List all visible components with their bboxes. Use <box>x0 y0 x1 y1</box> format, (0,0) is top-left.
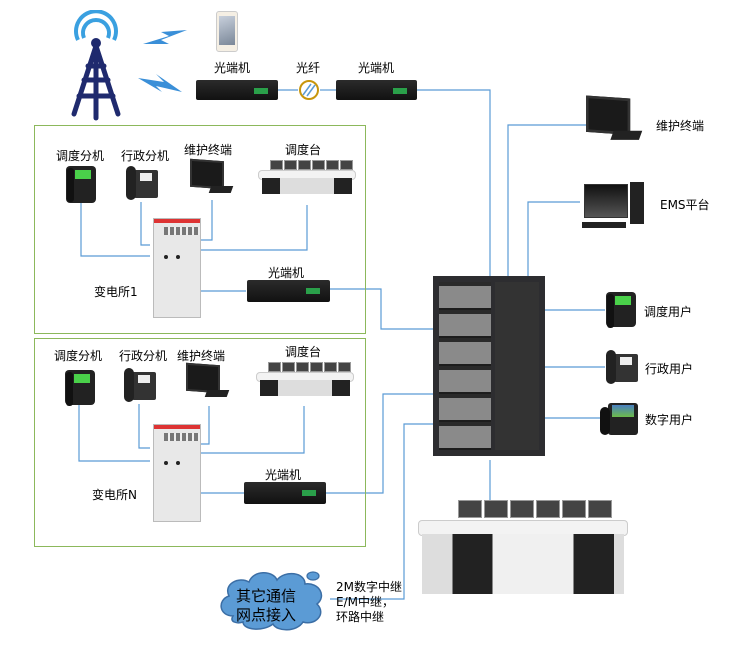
sn-substation-name: 变电所N <box>92 488 137 502</box>
trunk-label-line3: 环路中继 <box>336 610 385 624</box>
dispatch-user-label: 调度用户 <box>644 305 693 319</box>
trunk-label-line1: 2M数字中继 <box>336 580 402 594</box>
s1-dispatch-console-icon <box>258 160 356 204</box>
s1-admin-extension-label: 行政分机 <box>121 149 170 163</box>
cloud-label-line2: 网点接入 <box>236 606 297 624</box>
sn-fiber-to-switch <box>326 393 433 494</box>
sn-optical-terminal-icon <box>244 482 326 504</box>
admin-user-phone-icon <box>604 348 640 388</box>
mobile-phone-icon <box>216 11 238 52</box>
top-optical-terminal-right-label: 光端机 <box>358 61 395 75</box>
substation-1-box <box>34 125 366 334</box>
dispatch-switch-rack-icon <box>433 276 545 456</box>
s1-dispatch-console-label: 调度台 <box>285 143 322 157</box>
s1-dispatch-extension-phone-icon <box>66 166 96 203</box>
optical-terminal-top-left <box>196 80 278 100</box>
radio-tower-icon <box>71 10 121 121</box>
sn-dispatch-extension-phone-icon <box>65 370 95 406</box>
sn-maintenance-terminal-label: 维护终端 <box>177 349 226 363</box>
s1-maintenance-terminal-label: 维护终端 <box>184 143 233 157</box>
maintenance-terminal-label: 维护终端 <box>656 119 705 133</box>
fiber-label: 光纤 <box>296 61 321 75</box>
maint-terminal-link <box>507 124 586 280</box>
s1-optical-terminal-icon <box>247 280 330 302</box>
lightning-icon <box>138 74 182 92</box>
s1-substation-name: 变电所1 <box>94 285 138 299</box>
ems-platform-label: EMS平台 <box>660 198 710 212</box>
fiber-icon <box>299 80 319 100</box>
sn-dispatch-console-icon <box>256 362 354 406</box>
lightning-icon <box>143 30 187 44</box>
admin-user-label: 行政用户 <box>645 362 694 376</box>
s1-optical-terminal-label: 光端机 <box>268 266 305 280</box>
ems-link <box>527 201 580 280</box>
sn-dispatch-extension-label: 调度分机 <box>54 349 103 363</box>
sn-dispatch-console-label: 调度台 <box>285 345 322 359</box>
substation-n-box <box>34 338 366 547</box>
sn-admin-extension-phone-icon <box>122 366 158 406</box>
digital-user-phone-icon <box>598 403 640 435</box>
optical-terminal-top-right <box>336 80 417 100</box>
s1-fiber-to-switch <box>330 288 433 330</box>
ems-platform-icon <box>582 182 644 232</box>
top-optical-terminal-left-label: 光端机 <box>214 61 251 75</box>
s1-console-link <box>200 205 308 251</box>
digital-user-label: 数字用户 <box>645 413 694 427</box>
s1-maint-link <box>200 200 213 241</box>
maintenance-terminal-icon <box>586 95 664 170</box>
s1-dispatch-ext-link <box>80 202 150 257</box>
sn-admin-ext-link <box>138 404 150 449</box>
trunk-link <box>330 423 433 600</box>
dispatch-user-phone-icon <box>606 292 636 328</box>
cloud-label-line1: 其它通信 <box>236 587 297 605</box>
s1-dispatch-extension-label: 调度分机 <box>56 149 105 163</box>
s1-maintenance-terminal-icon <box>190 158 238 202</box>
sn-console-link <box>200 406 305 454</box>
sn-maint-link <box>200 406 210 445</box>
sn-maintenance-terminal-icon <box>186 362 234 406</box>
sn-dispatch-ext-link <box>78 404 150 462</box>
sn-substation-cabinet-icon <box>153 424 201 522</box>
s1-substation-cabinet-icon <box>153 218 201 318</box>
main-dispatch-console-icon <box>418 500 628 600</box>
s1-admin-ext-link <box>140 202 150 246</box>
top-terminal-to-switch <box>417 89 491 280</box>
trunk-label-line2: E/M中继， <box>336 595 394 609</box>
sn-optical-terminal-label: 光端机 <box>265 468 302 482</box>
sn-admin-extension-label: 行政分机 <box>119 349 168 363</box>
s1-admin-extension-phone-icon <box>124 164 160 204</box>
external-network-cloud-icon <box>220 571 323 631</box>
